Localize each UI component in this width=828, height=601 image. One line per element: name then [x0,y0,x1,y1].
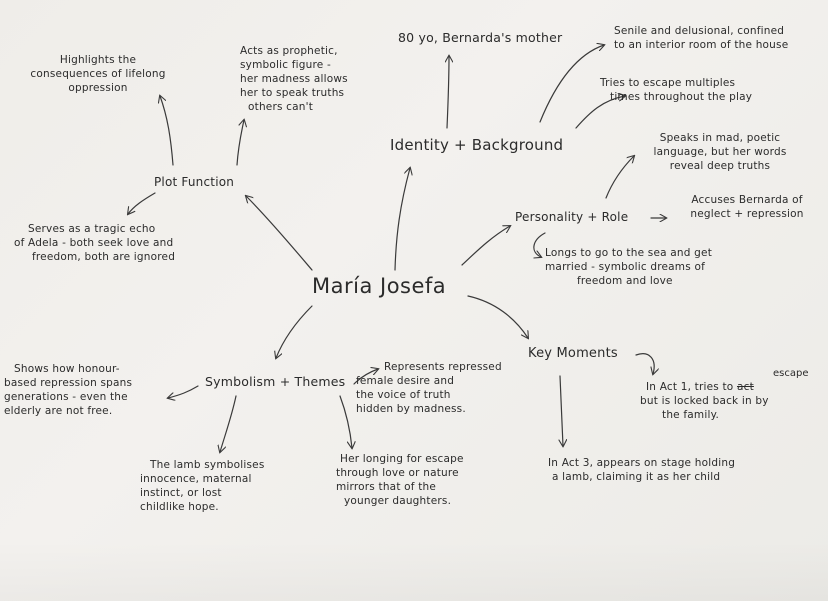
note-line: Acts as prophetic, [240,45,338,57]
symbolism-honour-note: Shows how honour- based repression spans… [4,362,169,418]
identity-senile-note: Senile and delusional, confined to an in… [608,24,788,52]
note-line: freedom and love [577,275,673,287]
identity-age-note: 80 yo, Bernarda's mother [398,30,563,45]
note-line: married - symbolic dreams of [545,261,705,273]
note-line: to an interior room of the house [614,39,789,51]
note-line: mirrors that of the [336,481,437,493]
note-line: but is locked back in by [640,395,769,407]
arrow-center-to-identity [394,168,410,271]
note-line: reveal deep truths [669,160,771,172]
note-line: Tries to escape multiples [600,77,736,89]
note-line: consequences of lifelong [30,68,166,80]
arrow-moments-to-act3 [560,375,563,446]
note-line: oppression [68,82,128,94]
note-line: a lamb, claiming it as her child [552,471,721,483]
plot-prophetic-note: Acts as prophetic, symbolic figure - her… [240,44,370,114]
personality-accuses-note: Accuses Bernarda of neglect + repression [672,193,822,221]
act1-text: In Act 1, tries to [646,381,734,393]
note-line: female desire and [356,375,455,387]
identity-branch-title: Identity + Background [390,136,564,154]
symbolism-lamb-note: The lamb symbolises innocence, maternal … [140,458,290,514]
moments-act1-note: In Act 1, tries to act but is locked bac… [640,380,820,422]
arrow-plot-to-prophetic [236,120,244,166]
note-line: Highlights the [59,54,137,66]
arrow-symbolism-to-longing [339,395,352,448]
note-line: language, but her words [653,146,787,158]
personality-longs-note: Longs to go to the sea and get married -… [545,246,775,288]
note-line: Represents repressed [384,361,502,373]
note-line: the family. [662,409,720,421]
arrow-center-to-personality [461,226,510,266]
note-line: childlike hope. [140,501,219,513]
arrow-identity-to-senile [539,45,604,123]
moments-branch-title: Key Moments [528,346,618,361]
note-line: younger daughters. [344,495,452,507]
arrow-center-to-plot [246,196,313,271]
note-line: the voice of truth [356,389,451,401]
note-line: The lamb symbolises [150,459,265,471]
note-line: based repression spans [4,377,133,389]
arrow-plot-to-highlights [160,96,174,166]
note-line: Longs to go to the sea and get [545,247,713,259]
note-line: neglect + repression [690,208,804,220]
identity-escape-note: Tries to escape multiples times througho… [600,76,752,104]
arrow-center-to-moments [467,295,528,338]
note-line: symbolic figure - [240,59,331,71]
note-line: instinct, or lost [140,487,222,499]
symbolism-represents-note: Represents repressed female desire and t… [356,360,516,416]
note-line: Serves as a tragic echo [28,223,156,235]
note-line: In Act 1, tries to act [646,380,826,394]
plot-echo-note: Serves as a tragic echo of Adela - both … [10,222,210,264]
note-line: others can't [248,101,314,113]
arrow-identity-to-age [447,56,449,129]
note-line: Her longing for escape [340,453,464,465]
personality-branch-title: Personality + Role [515,210,629,224]
moments-act3-note: In Act 3, appears on stage holding a lam… [548,456,808,484]
central-node-title: María Josefa [312,274,447,298]
arrow-center-to-symbolism [276,305,313,358]
note-line: her to speak truths [240,87,345,99]
plot-branch-title: Plot Function [154,175,235,189]
act1-correction-word: escape [773,368,809,379]
plot-highlights-note: Highlights the consequences of lifelong … [18,53,178,95]
note-line: elderly are not free. [4,405,113,417]
arrow-moments-to-act1 [635,353,654,374]
arrow-symbolism-to-lamb [220,395,237,452]
note-line: Accuses Bernarda of [691,194,803,206]
note-line: Senile and delusional, confined [614,25,785,37]
arrow-symbolism-to-represents [353,369,378,385]
note-line: hidden by madness. [356,403,466,415]
arrow-identity-to-escape [575,96,625,129]
note-line: freedom, both are ignored [32,251,176,263]
arrow-plot-to-echo [128,192,156,214]
note-line: Speaks in mad, poetic [659,132,781,144]
note-line: times throughout the play [610,91,753,103]
note-line: of Adela - both seek love and [14,237,174,249]
personality-speaks-note: Speaks in mad, poetic language, but her … [630,131,810,173]
symbolism-longing-note: Her longing for escape through love or n… [336,452,501,508]
note-line: her madness allows [240,73,348,85]
note-line: Shows how honour- [14,363,120,375]
note-line: generations - even the [4,391,128,403]
note-line: In Act 3, appears on stage holding [548,457,736,469]
note-line: innocence, maternal [140,473,252,485]
arrow-symbolism-to-honour [168,385,199,398]
arrow-personality-to-speaks [605,156,634,199]
symbolism-branch-title: Symbolism + Themes [205,374,346,389]
arrow-personality-to-longs [534,232,546,257]
note-line: through love or nature [336,467,459,479]
act1-struck-word: act [736,381,754,393]
